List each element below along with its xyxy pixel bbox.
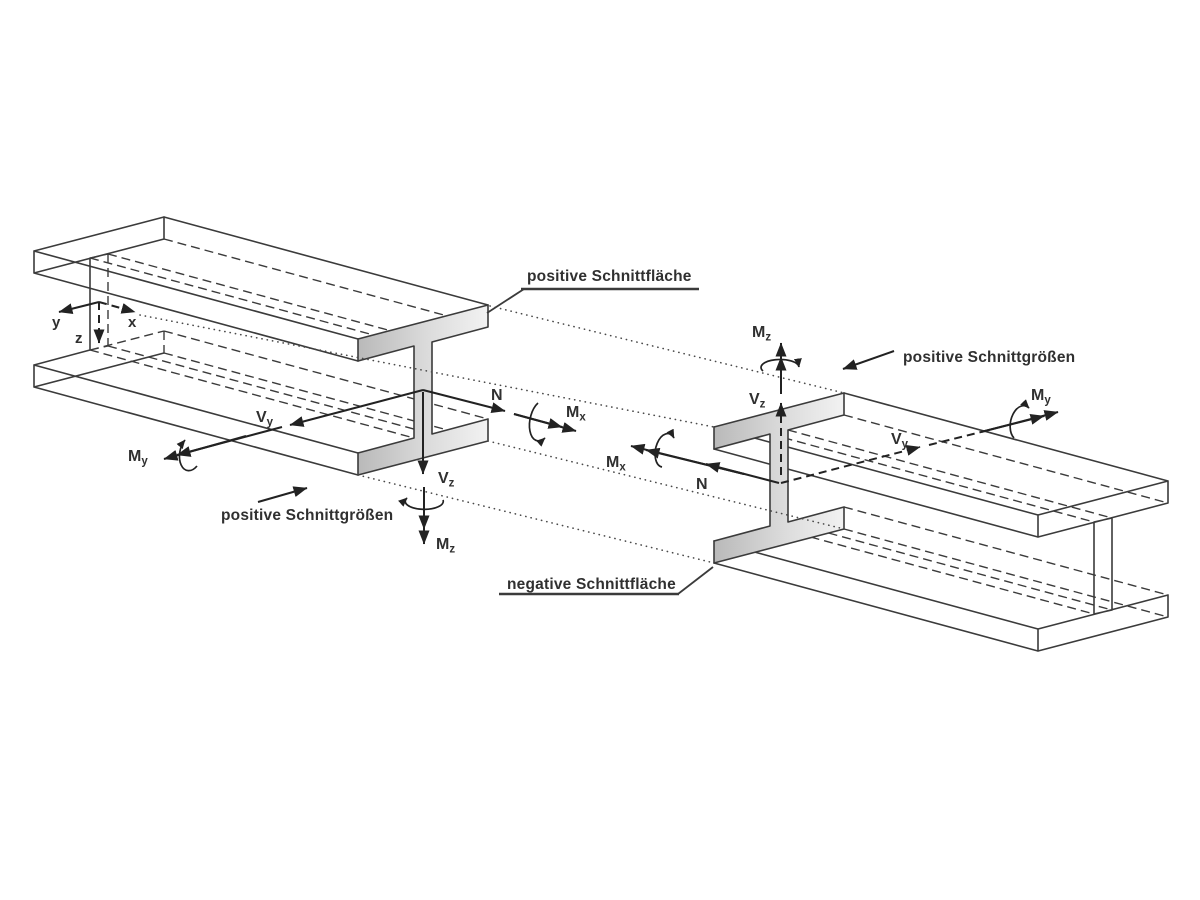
moment-my-right-label: My bbox=[1031, 387, 1051, 407]
positive-forces-left-label: positive Schnittgrößen bbox=[221, 507, 393, 524]
annotation-positive-forces-left: positive Schnittgrößen bbox=[221, 486, 393, 524]
projection-lines bbox=[139, 305, 845, 564]
moment-mx-left-rotation-arc bbox=[528, 402, 546, 447]
left-beam-visible-edges bbox=[33, 216, 489, 476]
moment-mz-left-label: Mz bbox=[436, 536, 455, 556]
normal-force-n-left-arrow bbox=[422, 389, 506, 413]
moment-my-left-label: My bbox=[128, 448, 148, 468]
normal-force-n-left-label: N bbox=[491, 387, 503, 404]
right-bottom-flange-front-face bbox=[714, 541, 1038, 651]
right-web-end-face bbox=[1094, 518, 1112, 614]
moment-mx-right-label: Mx bbox=[606, 454, 626, 474]
right-top-flange-end-face bbox=[1038, 481, 1168, 537]
right-beam-visible-edges bbox=[713, 392, 1169, 652]
shear-vy-left-label: Vy bbox=[256, 409, 274, 429]
left-bottom-flange-top-face bbox=[34, 331, 488, 453]
shear-vy-right-line-extension bbox=[928, 431, 982, 446]
x-axis-label: x bbox=[128, 314, 137, 331]
shear-vy-right-label: Vy bbox=[891, 431, 909, 451]
negative-face-label: negative Schnittfläche bbox=[507, 576, 676, 593]
moment-my-left-rotation-arc bbox=[176, 439, 198, 472]
x-axis-arrow bbox=[98, 301, 136, 314]
positive-face-label: positive Schnittfläche bbox=[527, 268, 692, 285]
shear-vz-left-label: Vz bbox=[438, 470, 455, 490]
annotation-positive-face: positive Schnittfläche bbox=[486, 268, 699, 314]
normal-force-n-right-label: N bbox=[696, 476, 708, 493]
y-axis-arrow bbox=[58, 301, 100, 315]
shear-vy-right-arrow bbox=[780, 445, 921, 484]
coordinate-triad: y x z bbox=[52, 301, 137, 347]
moment-mx-right-rotation-arc bbox=[654, 428, 675, 468]
shear-vy-left-arrow bbox=[289, 389, 424, 427]
right-internal-forces: N Mx Vz Mz Vy My bbox=[606, 324, 1059, 493]
moment-mz-right-rotation-arc bbox=[760, 358, 802, 372]
left-beam-hidden-edges bbox=[89, 238, 489, 442]
positive-forces-right-pointer-arrow bbox=[842, 350, 895, 370]
moment-my-right-arrow-head2 bbox=[980, 413, 1045, 433]
left-beam-half bbox=[33, 216, 489, 476]
positive-face-leader-line bbox=[486, 288, 525, 314]
right-beam-half bbox=[713, 392, 1169, 652]
moment-mz-right-label: Mz bbox=[752, 324, 771, 344]
right-top-flange-front-face bbox=[714, 427, 1038, 537]
annotation-positive-forces-right: positive Schnittgrößen bbox=[842, 349, 1075, 370]
z-axis-label: z bbox=[75, 330, 83, 347]
shear-vz-right-label: Vz bbox=[749, 391, 766, 411]
moment-mx-right-arrow-head2 bbox=[645, 447, 745, 475]
moment-mx-left-arrow-head2 bbox=[513, 413, 563, 429]
annotation-negative-face: negative Schnittfläche bbox=[499, 566, 714, 596]
left-bottom-flange-front-face bbox=[34, 365, 358, 475]
right-negative-cut-face bbox=[713, 392, 845, 564]
left-internal-forces: N Vy My Mx Vz Mz bbox=[128, 387, 586, 556]
moment-mz-left-rotation-arc bbox=[398, 497, 445, 511]
left-top-flange-top-face bbox=[34, 217, 488, 339]
right-top-flange-top-face bbox=[714, 393, 1168, 515]
y-axis-label: y bbox=[52, 314, 61, 331]
positive-forces-right-label: positive Schnittgrößen bbox=[903, 349, 1075, 366]
moment-mx-left-label: Mx bbox=[566, 404, 586, 424]
moment-my-left-arrow-head2 bbox=[163, 435, 247, 461]
left-top-flange-front-face bbox=[34, 251, 358, 361]
moment-my-right-rotation-arc bbox=[1009, 399, 1030, 439]
positive-forces-left-pointer-arrow bbox=[257, 486, 308, 503]
right-bottom-flange-end-face bbox=[1038, 595, 1168, 651]
negative-face-leader-line bbox=[677, 566, 714, 595]
right-bottom-flange-top-face bbox=[714, 507, 1168, 629]
